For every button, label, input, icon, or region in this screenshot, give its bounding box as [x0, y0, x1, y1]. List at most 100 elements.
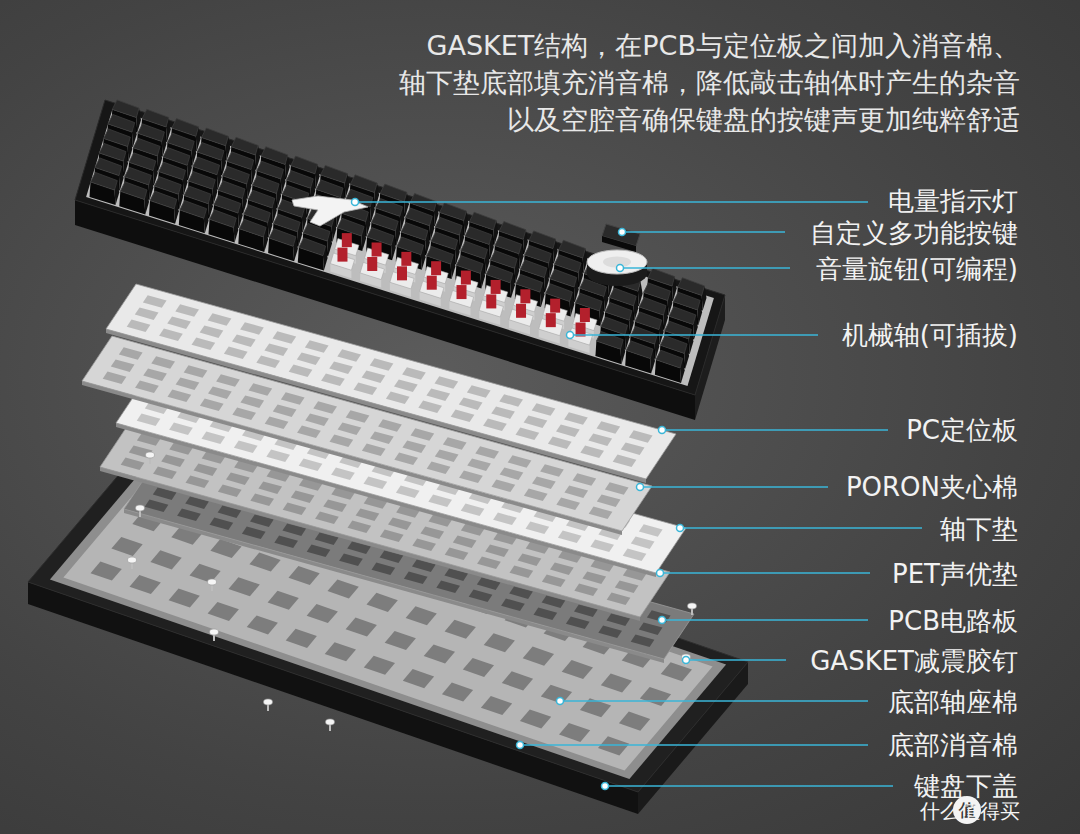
- foam-cutout: [229, 577, 260, 596]
- keycap: [133, 138, 160, 156]
- keycap: [465, 227, 492, 245]
- plate-cutout: [556, 424, 580, 437]
- keycap: [112, 100, 139, 118]
- keycap: [431, 232, 458, 250]
- plate-cutout: [145, 500, 169, 512]
- plate-cutout: [564, 485, 588, 498]
- plate-cutout: [305, 413, 329, 426]
- foam-cutout: [481, 696, 512, 715]
- plate-cutout: [467, 385, 491, 397]
- plate-cutout: [264, 343, 288, 356]
- plate-stack: [82, 284, 694, 663]
- switch-stem: [397, 266, 407, 280]
- plate-cutout: [589, 507, 613, 519]
- leader-dot: [352, 199, 359, 206]
- keycap: [656, 350, 683, 368]
- plate-cutout: [218, 485, 242, 497]
- plate-cutout: [153, 467, 177, 479]
- foam-cutout: [328, 579, 359, 598]
- foam-cutout: [346, 618, 377, 637]
- plate-cutout: [615, 580, 639, 593]
- plate-cutout: [119, 347, 143, 359]
- keycap: [635, 312, 662, 330]
- plate-cutout: [477, 557, 501, 570]
- foam-cutout: [484, 633, 515, 652]
- foam-cutout: [91, 562, 122, 581]
- keycap: [673, 292, 700, 310]
- foam-cutout: [661, 662, 692, 681]
- volume-knob: [587, 250, 647, 274]
- keycap: [665, 321, 692, 339]
- leader-dot: [677, 525, 684, 532]
- plate-cutout: [532, 403, 556, 415]
- keycap: [660, 336, 687, 354]
- plate-cutout: [176, 377, 200, 390]
- case-top: [75, 100, 725, 395]
- part-label: PCB电路板: [888, 605, 1018, 637]
- keycap: [167, 133, 194, 151]
- plate-cutout: [435, 449, 459, 462]
- plate-cutout: [418, 401, 442, 413]
- plate-cutout: [273, 331, 297, 343]
- plate-cutout: [346, 410, 370, 422]
- leader-dot: [659, 617, 666, 624]
- keycap: [669, 307, 696, 325]
- keycap: [559, 240, 586, 258]
- gasket-pin: [264, 699, 273, 705]
- plate-cutout: [329, 361, 353, 374]
- plate-cutout: [524, 489, 548, 501]
- foam-cutout: [150, 550, 181, 569]
- plate-cutout: [621, 442, 645, 455]
- gasket-pins: [128, 452, 697, 731]
- plate-cutout: [258, 481, 282, 494]
- keycap: [269, 229, 296, 247]
- plate-cutout: [266, 450, 290, 462]
- plate-cutout: [629, 430, 653, 442]
- plate-cutout: [249, 383, 273, 395]
- plate-cutout: [192, 338, 216, 350]
- foam-cutout: [307, 604, 338, 623]
- plate-cutout: [499, 394, 523, 406]
- keycap: [495, 236, 522, 254]
- plate-cutout: [493, 513, 517, 526]
- foam-cutout: [403, 669, 434, 688]
- keycap: [291, 156, 318, 174]
- foam-cutout: [619, 712, 650, 731]
- switch-stem: [431, 261, 441, 275]
- switch-stem: [520, 289, 530, 303]
- leader-line: [660, 572, 870, 574]
- plate-cutout: [161, 454, 185, 467]
- plate-cutout: [492, 480, 516, 492]
- keycap: [214, 195, 241, 213]
- plate-cutout: [428, 495, 452, 507]
- leader-dot: [619, 229, 626, 236]
- plate-cutout: [564, 412, 588, 424]
- plate-cutout: [232, 408, 256, 420]
- plate-cutout: [169, 423, 193, 435]
- leader-line: [605, 785, 893, 787]
- part-label: PORON夹心棉: [846, 471, 1018, 503]
- plate-cutout: [631, 536, 655, 549]
- foam-cutout: [325, 642, 356, 661]
- plate-cutout: [202, 432, 226, 444]
- plate-cutout: [224, 347, 248, 359]
- plate-cutout: [362, 444, 386, 456]
- foam-cutout: [559, 723, 590, 742]
- keycap: [529, 231, 556, 249]
- plate-cutout: [556, 498, 580, 510]
- plate-cutout: [500, 467, 524, 480]
- plate-cutout: [394, 453, 418, 465]
- description-text: GASKET结构，在PCB与定位板之间加入消音棉、 轴下垫底部填充消音棉，降低敲…: [360, 27, 1020, 138]
- keycap: [184, 186, 211, 204]
- plate-cutout: [605, 482, 629, 494]
- keycap: [231, 137, 258, 155]
- plate-cutout: [588, 433, 612, 446]
- leader-dot: [557, 698, 564, 705]
- plate-cutout: [443, 437, 467, 449]
- plate-cutout: [337, 349, 361, 361]
- plate-cutout: [639, 622, 663, 635]
- keycap: [99, 143, 126, 161]
- foam-cutout: [367, 593, 398, 612]
- plate-cutout: [200, 399, 224, 411]
- keycap: [644, 283, 671, 301]
